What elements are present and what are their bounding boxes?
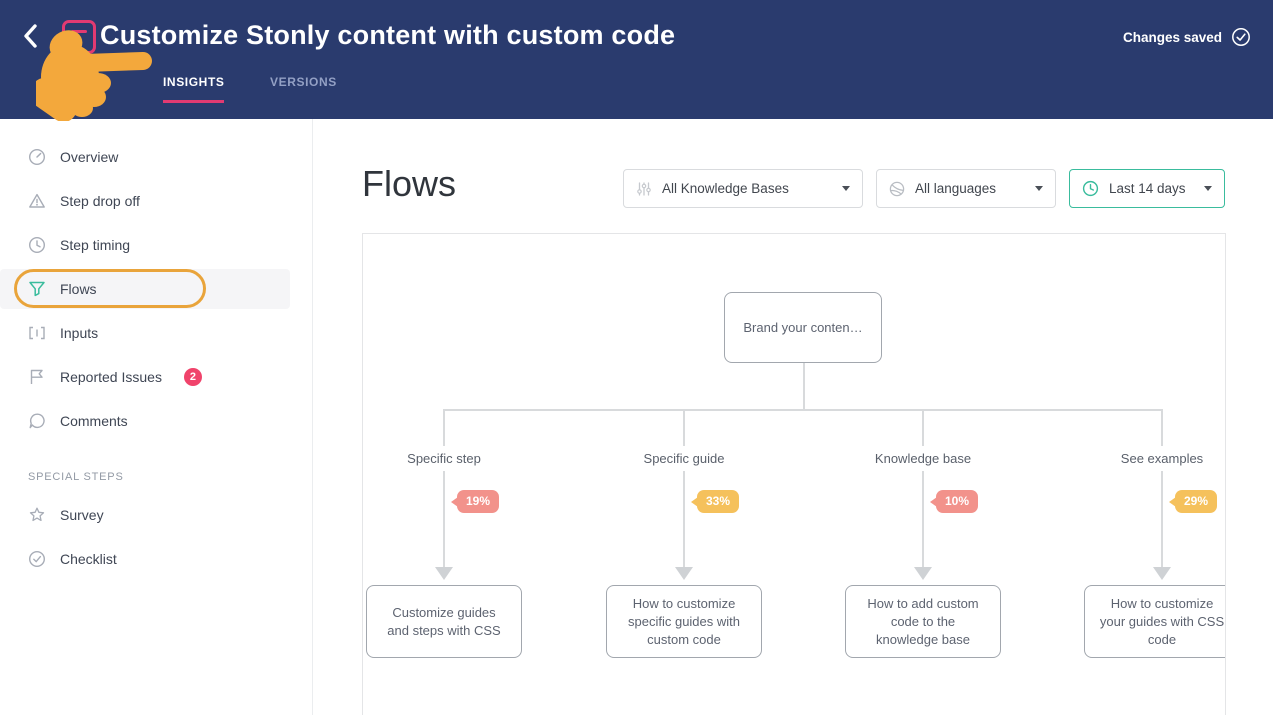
sidebar-item-label: Checklist [60,551,117,567]
date-range-filter-value: Last 14 days [1109,181,1186,196]
knowledge-base-filter-dropdown[interactable]: All Knowledge Bases [623,169,863,208]
branch-label: Specific guide [633,446,735,471]
sidebar-item-inputs[interactable]: Inputs [0,313,290,353]
flow-leaf-node[interactable]: How to customize your guides with CSS co… [1084,585,1225,658]
check-circle-icon [28,550,46,568]
language-filter-value: All languages [915,181,997,196]
sidebar-item-label: Overview [60,149,119,165]
flow-leaf-node[interactable]: How to customize specific guides with cu… [606,585,762,658]
special-steps-section-label: SPECIAL STEPS [28,471,124,483]
sidebar-item-comments[interactable]: Comments [0,401,290,441]
arrow-down-icon [435,567,453,580]
app-header: Customize Stonly content with custom cod… [0,0,1273,121]
sidebar-item-overview[interactable]: Overview [0,137,290,177]
clock-icon [28,236,46,254]
funnel-icon [28,280,46,298]
comment-icon [28,412,46,430]
page-section-heading: Flows [362,163,457,204]
branch-label: See examples [1110,446,1214,471]
branch-label: Specific step [397,446,491,471]
connector-line [683,409,685,568]
sidebar-item-reported-issues[interactable]: Reported Issues 2 [0,357,290,397]
percent-badge: 29% [1168,490,1218,513]
sidebar-item-label: Comments [60,413,128,429]
gauge-icon [28,148,46,166]
percent-badge: 33% [690,490,740,513]
connector-line [922,409,924,568]
flow-leaf-node[interactable]: How to add custom code to the knowledge … [845,585,1001,658]
clock-icon [1082,180,1099,197]
sliders-icon [637,181,651,196]
globe-icon [889,181,905,196]
branch-label: Knowledge base [864,446,982,471]
sidebar-item-label: Step timing [60,237,131,253]
sidebar-item-survey[interactable]: Survey [0,495,290,535]
percent-badge: 19% [450,490,500,513]
connector-line [444,409,1163,411]
filter-bar: All Knowledge Bases All languages Last 1… [623,169,1225,208]
flows-diagram-panel: Brand your conten… Specific step 19% Cus… [362,233,1226,715]
arrow-down-icon [1153,567,1171,580]
tab-versions[interactable]: VERSIONS [270,75,337,89]
connector-line [443,409,445,568]
connector-line [1161,409,1163,568]
save-status: Changes saved [1123,27,1251,47]
flow-leaf-node[interactable]: Customize guides and steps with CSS [366,585,522,658]
caret-down-icon [1204,186,1212,191]
arrow-down-icon [675,567,693,580]
sidebar-item-label: Reported Issues [60,369,162,385]
chevron-left-icon [24,24,37,48]
sidebar-item-label: Inputs [60,325,99,341]
arrow-down-icon [914,567,932,580]
sidebar-item-label: Flows [60,281,97,297]
caret-down-icon [842,186,850,191]
sidebar: Overview Step drop off Step timing Flows… [0,119,313,715]
main-content: Flows All Knowledge Bases All languages [314,119,1273,715]
sidebar-item-flows[interactable]: Flows [0,269,290,309]
warning-triangle-icon [28,192,46,210]
back-button[interactable] [16,22,44,50]
sidebar-item-step-timing[interactable]: Step timing [0,225,290,265]
reported-issues-badge: 2 [183,368,202,386]
language-filter-dropdown[interactable]: All languages [876,169,1056,208]
sidebar-item-label: Survey [60,507,104,523]
percent-badge: 10% [929,490,979,513]
sidebar-item-checklist[interactable]: Checklist [0,539,290,579]
page-title: Customize Stonly content with custom cod… [100,20,676,50]
knowledge-base-filter-value: All Knowledge Bases [662,181,789,196]
caret-down-icon [1035,186,1043,191]
connector-line [803,363,805,410]
tab-insights[interactable]: INSIGHTS [163,75,225,103]
sidebar-item-label: Step drop off [60,193,140,209]
save-status-label: Changes saved [1122,29,1222,45]
date-range-filter-dropdown[interactable]: Last 14 days [1069,169,1225,208]
flow-root-node[interactable]: Brand your conten… [724,292,882,363]
tab-editor[interactable]: EDITOR [60,75,109,89]
flag-icon [28,368,46,386]
brackets-icon [28,324,46,342]
star-icon [28,506,46,524]
check-circle-icon [1232,28,1250,46]
guide-document-icon [62,20,96,54]
sidebar-item-step-drop-off[interactable]: Step drop off [0,181,290,221]
